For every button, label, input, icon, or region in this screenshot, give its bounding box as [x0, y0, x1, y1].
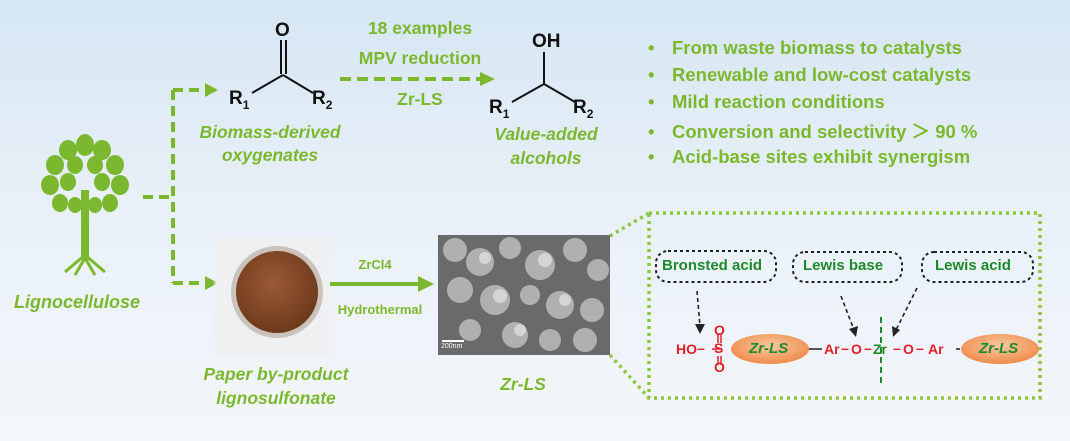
bullet-icon: •	[648, 121, 655, 142]
bullet-icon: •	[648, 37, 655, 58]
tree-icon	[41, 134, 129, 276]
highlight-text: Mild reaction conditions	[672, 91, 885, 112]
ho-group: HO	[676, 341, 697, 357]
zr-ls-label: Zr-LS	[749, 340, 789, 357]
subscript: 1	[502, 106, 510, 121]
oxygen-atom: O	[851, 341, 862, 357]
reactant-label-line2: oxygenates	[221, 145, 319, 165]
highlight-text: Renewable and low-cost catalysts	[672, 64, 972, 85]
bronsted-acid-label: Bronsted acid	[662, 257, 763, 274]
subscript: 1	[242, 97, 250, 112]
sites-callout-box	[608, 211, 1042, 400]
bullet-icon: •	[648, 64, 655, 85]
highlight-item: • Acid-base sites exhibit synergism	[648, 146, 970, 168]
alcohol-r2: R2	[573, 97, 593, 121]
reagent-label: ZrCl4	[358, 257, 392, 272]
lewis-base-label: Lewis base	[803, 257, 884, 274]
highlight-text: Acid-base sites exhibit synergism	[672, 146, 971, 167]
r-label: R	[489, 97, 503, 118]
ketone-r1: R1	[229, 88, 249, 112]
alcohol-r1: R1	[489, 97, 509, 121]
ketone-oxygen: O	[275, 20, 290, 41]
r-label: R	[312, 88, 326, 109]
zr-ls-ellipse	[961, 334, 1039, 364]
alcohol-oh: OH	[532, 31, 561, 52]
sulfonyl-oxygen: O	[714, 322, 725, 338]
sulfonyl-oxygen: O	[714, 359, 725, 375]
precursor-label-line1: Paper by-product	[203, 364, 349, 384]
highlight-text: Conversion and selectivity ＞ 90 %	[672, 121, 978, 142]
r-label: R	[229, 88, 243, 109]
ketone-r2: R2	[312, 88, 332, 112]
bullet-icon: •	[648, 146, 655, 167]
alcohol-structure	[511, 52, 576, 103]
bullet-icon: •	[648, 91, 655, 112]
r-label: R	[573, 97, 587, 118]
highlight-item: • From waste biomass to catalysts	[648, 37, 962, 59]
highlight-item: • Conversion and selectivity ＞ 90 %	[648, 118, 977, 144]
zr-ls-label: Zr-LS	[979, 340, 1019, 357]
product-zr-ls-label: Zr-LS	[500, 374, 546, 394]
aryl-group: Ar	[928, 341, 944, 357]
product-label-line2: alcohols	[510, 148, 582, 168]
lignocellulose-label: Lignocellulose	[14, 292, 141, 312]
ketone-structure	[251, 40, 314, 94]
lewis-acid-label: Lewis acid	[935, 257, 1011, 274]
highlight-item: • Renewable and low-cost catalysts	[648, 64, 971, 86]
highlight-item: • Mild reaction conditions	[648, 91, 885, 113]
subscript: 2	[325, 97, 333, 112]
highlight-text: From waste biomass to catalysts	[672, 37, 962, 58]
oxygen-atom: O	[903, 341, 914, 357]
sulfur-atom: S	[714, 340, 724, 356]
scale-bar-label: 200nm	[441, 343, 463, 350]
zirconium-atom: Zr	[873, 341, 887, 357]
reaction-type: MPV reduction	[358, 48, 482, 68]
catalyst-label: Zr-LS	[397, 89, 443, 109]
subscript: 2	[586, 106, 594, 121]
sem-image	[438, 235, 610, 355]
precursor-label-line2: lignosulfonate	[216, 388, 336, 408]
examples-count: 18 examples	[367, 18, 473, 38]
reactant-label-line1: Biomass-derived	[199, 122, 341, 142]
condition-label: Hydrothermal	[337, 302, 423, 317]
product-label-line1: Value-added	[494, 124, 598, 144]
zr-ls-ellipse	[731, 334, 809, 364]
aryl-group: Ar	[824, 341, 840, 357]
branch-arrows	[143, 88, 205, 285]
